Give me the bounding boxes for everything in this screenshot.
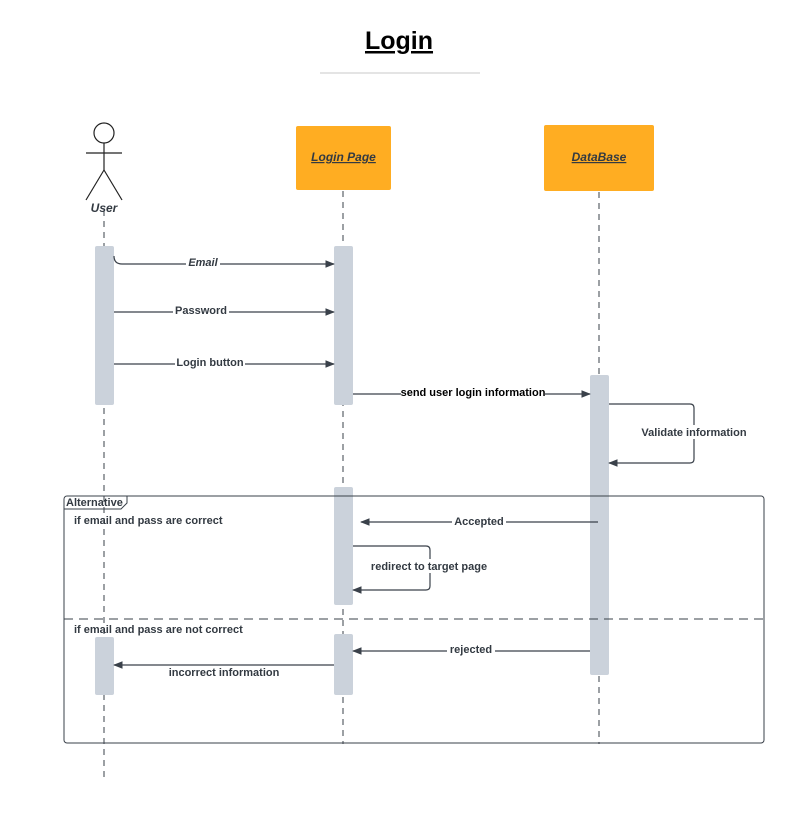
message-password-label-bg — [173, 304, 229, 318]
message-email-arrow — [113, 255, 335, 268]
message-send-info-label-bg — [401, 386, 545, 400]
activation-user-2 — [95, 637, 114, 695]
alt-fragment-label: Alternative — [66, 497, 123, 509]
alt-guard-not-correct: if email and pass are not correct — [74, 624, 243, 636]
alt-fragment-label-box — [64, 496, 128, 510]
message-accepted-label-bg — [452, 514, 506, 528]
message-rejected-label-bg — [447, 643, 495, 657]
message-validate-label-bg — [638, 425, 750, 439]
message-email-label: Email — [188, 257, 218, 269]
participant-login-page-label: Login Page — [311, 150, 376, 164]
message-email-label-bg — [186, 255, 220, 269]
participant-database-label: DataBase — [572, 150, 627, 164]
message-rejected-label: rejected — [450, 644, 492, 656]
actor-user-label: User — [91, 201, 119, 215]
message-password-label: Password — [175, 305, 227, 317]
message-login-button-label: Login button — [176, 357, 243, 369]
message-validate-label: Validate information — [641, 427, 746, 439]
actor-user-icon — [85, 122, 123, 201]
activation-login-page-2 — [334, 487, 353, 605]
diagram-title: Login — [365, 27, 433, 55]
alt-guard-correct: if email and pass are correct — [74, 515, 223, 527]
message-accepted-label: Accepted — [454, 516, 504, 528]
activation-database-1 — [590, 375, 609, 675]
activation-login-page-3 — [334, 634, 353, 695]
message-redirect-label: redirect to target page — [371, 561, 487, 573]
message-login-button-label-bg — [175, 356, 245, 370]
message-redirect-label-bg — [368, 559, 490, 573]
message-incorrect-label: incorrect information — [169, 667, 280, 679]
activation-login-page-1 — [334, 246, 353, 405]
participant-login-page-box — [296, 126, 391, 190]
message-send-info-label: send user login information — [401, 387, 546, 399]
activation-user-1 — [95, 246, 114, 405]
participant-database-box — [544, 125, 654, 191]
